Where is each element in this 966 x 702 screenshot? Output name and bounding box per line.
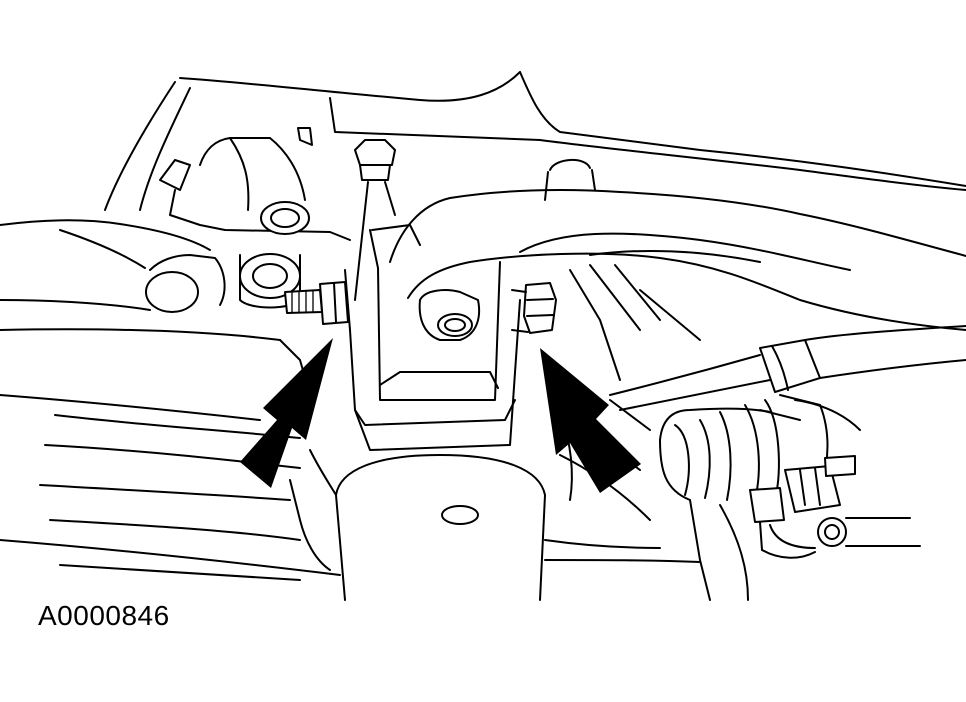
lower-frame xyxy=(0,328,341,581)
rear-boss xyxy=(544,159,596,201)
left-arrow xyxy=(240,338,333,488)
left-nut xyxy=(284,281,349,325)
upper-arm xyxy=(389,189,966,331)
bushing xyxy=(239,253,301,309)
lower-right-frame xyxy=(544,499,749,601)
sensor-connector xyxy=(749,455,921,559)
right-bolt xyxy=(511,282,557,334)
left-bracket xyxy=(159,127,351,241)
mount-cylinder xyxy=(289,409,661,601)
figure-id-label: A0000846 xyxy=(38,600,170,631)
upper-crossmember xyxy=(104,71,966,211)
hose xyxy=(609,325,966,411)
right-arrow xyxy=(540,348,641,493)
left-arm xyxy=(0,219,226,313)
top-bolt xyxy=(354,139,396,301)
mount-bracket xyxy=(344,224,521,451)
